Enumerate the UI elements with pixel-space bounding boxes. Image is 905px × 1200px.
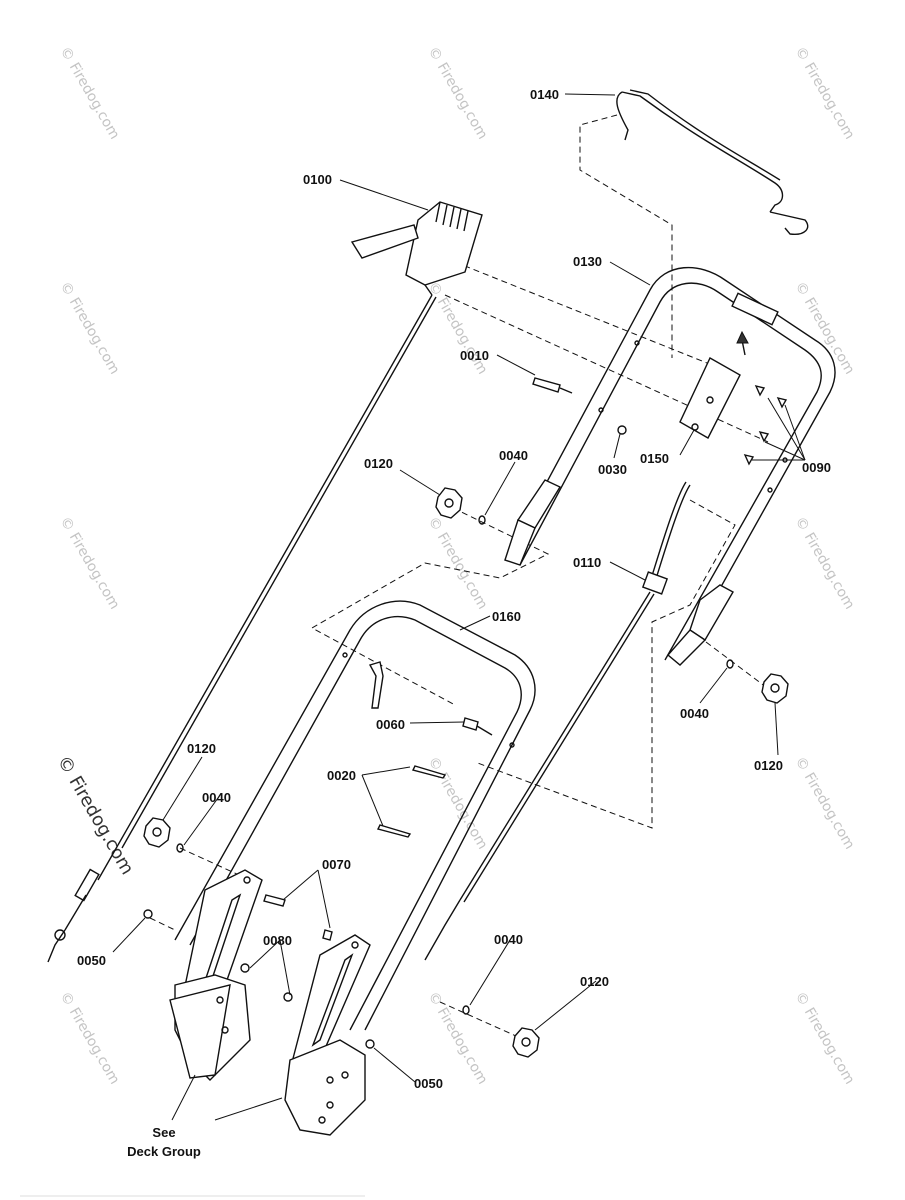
cable-clip	[424, 481, 691, 961]
callout-0120: 0120	[754, 758, 783, 773]
watermark: © Firedog.com	[425, 514, 491, 612]
callout-0030: 0030	[598, 462, 627, 477]
callouts: 0140 0100 0130 0010 0030 0150 0090 0120 …	[77, 87, 831, 1091]
deck-brackets	[143, 869, 375, 1136]
watermark: © Firedog.com	[792, 989, 858, 1087]
watermark: © Firedog.com	[792, 279, 858, 377]
callout-0040: 0040	[680, 706, 709, 721]
callout-0040: 0040	[202, 790, 231, 805]
leader-lines	[112, 93, 806, 1121]
callout-0090: 0090	[802, 460, 831, 475]
watermark: © Firedog.com	[792, 754, 858, 852]
watermark: © Firedog.com	[57, 989, 123, 1087]
watermark: © Firedog.com	[57, 514, 123, 612]
watermark: © Firedog.com	[792, 44, 858, 142]
watermark: © Firedog.com	[57, 279, 123, 377]
callout-0130: 0130	[573, 254, 602, 269]
watermarks: © Firedog.com © Firedog.com © Firedog.co…	[53, 44, 858, 1087]
watermark: © Firedog.com	[792, 514, 858, 612]
watermark: © Firedog.com	[425, 989, 491, 1087]
knobs	[143, 487, 789, 1058]
callout-0060: 0060	[376, 717, 405, 732]
callout-0050: 0050	[414, 1076, 443, 1091]
control-cable	[47, 294, 437, 963]
upper-handle	[504, 266, 836, 666]
callout-0160: 0160	[492, 609, 521, 624]
callout-0150: 0150	[640, 451, 669, 466]
washers	[176, 515, 734, 1015]
callout-0120: 0120	[580, 974, 609, 989]
watermark: © Firedog.com	[425, 44, 491, 142]
callout-0040: 0040	[499, 448, 528, 463]
lower-handle	[174, 600, 536, 1031]
plate-and-fasteners	[532, 357, 788, 466]
callout-0110: 0110	[573, 555, 601, 570]
callout-0050: 0050	[77, 953, 106, 968]
watermark-prominent: © Firedog.com	[53, 752, 138, 878]
control-housing	[350, 201, 483, 296]
callout-0080: 0080	[263, 933, 292, 948]
note-line-1: See	[152, 1125, 175, 1140]
callout-0040: 0040	[494, 932, 523, 947]
callout-0120: 0120	[364, 456, 393, 471]
callout-0010: 0010	[460, 348, 489, 363]
bail-handle	[616, 89, 809, 235]
callout-0100: 0100	[303, 172, 332, 187]
callout-0070: 0070	[322, 857, 351, 872]
callout-0120: 0120	[187, 741, 216, 756]
note-line-2: Deck Group	[127, 1144, 201, 1159]
callout-0020: 0020	[327, 768, 356, 783]
watermark: © Firedog.com	[57, 44, 123, 142]
deck-group-note: See Deck Group	[127, 1125, 201, 1159]
callout-0140: 0140	[530, 87, 559, 102]
watermark: © Firedog.com	[425, 754, 491, 852]
